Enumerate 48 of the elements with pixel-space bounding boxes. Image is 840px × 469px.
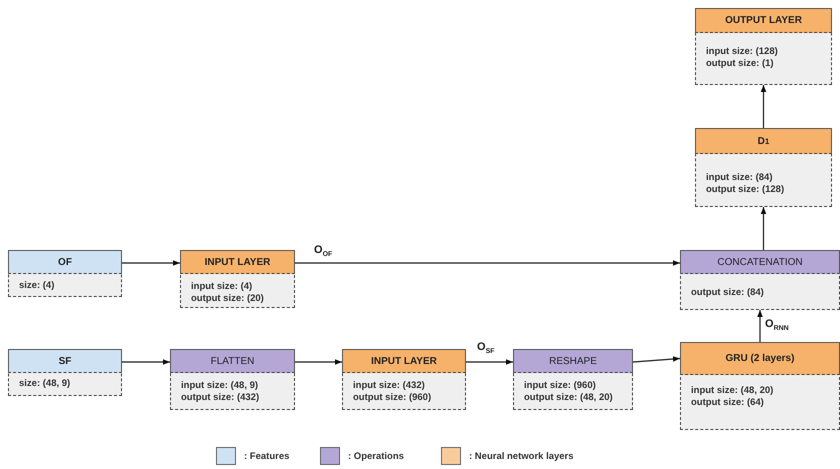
layer-card — [695, 8, 832, 85]
size-text: output size: (432) — [181, 392, 260, 404]
layer-card — [8, 349, 122, 396]
layer-card — [170, 349, 295, 410]
arrow — [632, 356, 680, 363]
card-header: CONCATENATION — [680, 250, 840, 274]
arrow — [295, 260, 680, 266]
card-header: INPUT LAYER — [342, 349, 466, 373]
arrow — [122, 260, 180, 266]
size-text: size: (4) — [19, 280, 56, 292]
layer-card — [8, 250, 122, 297]
size-text: input size: (4) — [191, 281, 254, 293]
layer-card — [680, 250, 840, 310]
size-text: output size: (48, 20) — [524, 392, 614, 404]
card-header: FLATTEN — [170, 349, 295, 373]
size-text: input size: (432) — [353, 380, 426, 392]
legend-text: : Neural network layers — [469, 450, 574, 462]
size-text: output size: (128) — [706, 184, 786, 196]
size-text: output size: (84) — [691, 287, 765, 299]
arrow — [760, 85, 766, 128]
size-text: size: (48, 9) — [19, 378, 72, 390]
card-header: SF — [8, 349, 122, 373]
card-header: RESHAPE — [513, 349, 633, 373]
card-header: OUTPUT LAYER — [695, 8, 832, 33]
size-text: output size: (960) — [353, 392, 432, 404]
layer-card — [680, 342, 840, 430]
arrow — [122, 359, 170, 365]
arrow — [757, 310, 763, 342]
size-text: input size: (960) — [524, 380, 597, 392]
layer-card — [180, 250, 295, 308]
size-text: output size: (20) — [191, 293, 265, 305]
card-header: OF — [8, 250, 122, 274]
legend-text: : Operations — [348, 450, 404, 462]
layer-card — [695, 128, 832, 207]
arrow — [295, 359, 342, 365]
layer-card — [513, 349, 633, 410]
size-text: output size: (1) — [706, 58, 775, 70]
size-text: input size: (128) — [706, 46, 779, 58]
layer-card — [342, 349, 466, 410]
size-text: input size: (84) — [706, 172, 774, 184]
size-text: output size: (64) — [691, 397, 765, 409]
arrow — [760, 207, 766, 250]
legend-text: : Features — [244, 450, 290, 462]
size-text: input size: (48, 9) — [181, 380, 260, 392]
size-text: input size: (48, 20) — [691, 385, 774, 397]
arrow — [466, 359, 513, 365]
card-header: GRU (2 layers) — [680, 342, 840, 375]
card-header: INPUT LAYER — [180, 250, 295, 274]
